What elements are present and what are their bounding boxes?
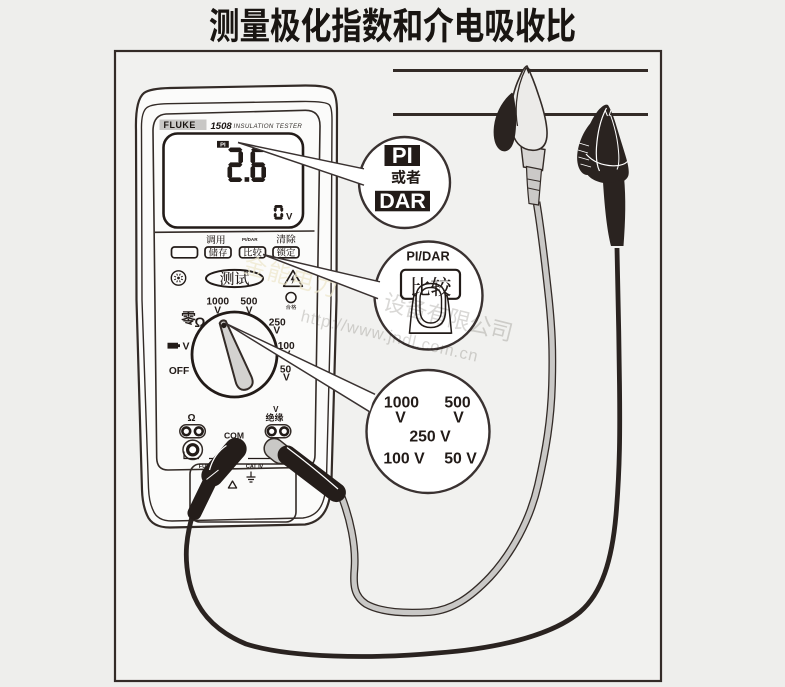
svg-text:100 V: 100 V <box>383 451 425 468</box>
svg-text:FLUKE: FLUKE <box>164 120 196 130</box>
svg-text:PI/DAR: PI/DAR <box>406 249 449 264</box>
svg-text:1508: 1508 <box>211 121 233 132</box>
svg-text:1000: 1000 <box>206 297 229 308</box>
svg-text:Ω: Ω <box>187 413 195 424</box>
svg-text:INSULATION TESTER: INSULATION TESTER <box>234 123 303 130</box>
svg-text:100: 100 <box>278 341 295 352</box>
svg-text:V: V <box>273 405 279 414</box>
svg-text:V: V <box>453 409 464 426</box>
svg-text:250 V: 250 V <box>409 428 451 445</box>
svg-text:1000: 1000 <box>384 395 419 412</box>
svg-text:500: 500 <box>444 395 471 412</box>
svg-text:500: 500 <box>240 297 257 308</box>
svg-text:V: V <box>273 326 280 337</box>
svg-text:V: V <box>395 409 406 426</box>
svg-text:OFF: OFF <box>169 366 189 377</box>
svg-text:50: 50 <box>280 364 292 375</box>
svg-text:CAT Ⅳ: CAT Ⅳ <box>246 463 263 470</box>
svg-text:V: V <box>246 306 253 317</box>
svg-text:V: V <box>214 306 221 317</box>
svg-text:V: V <box>286 211 293 222</box>
svg-text:PI: PI <box>392 143 413 168</box>
svg-text:DAR: DAR <box>379 189 426 213</box>
svg-text:V: V <box>283 373 290 384</box>
svg-text:PI: PI <box>220 143 226 149</box>
svg-text:COM: COM <box>224 431 244 441</box>
svg-text:250: 250 <box>269 317 286 328</box>
svg-text:V: V <box>183 340 190 352</box>
svg-text:50 V: 50 V <box>444 451 477 468</box>
svg-text:PI/DAR: PI/DAR <box>242 237 258 242</box>
svg-text:Ω: Ω <box>195 315 206 330</box>
